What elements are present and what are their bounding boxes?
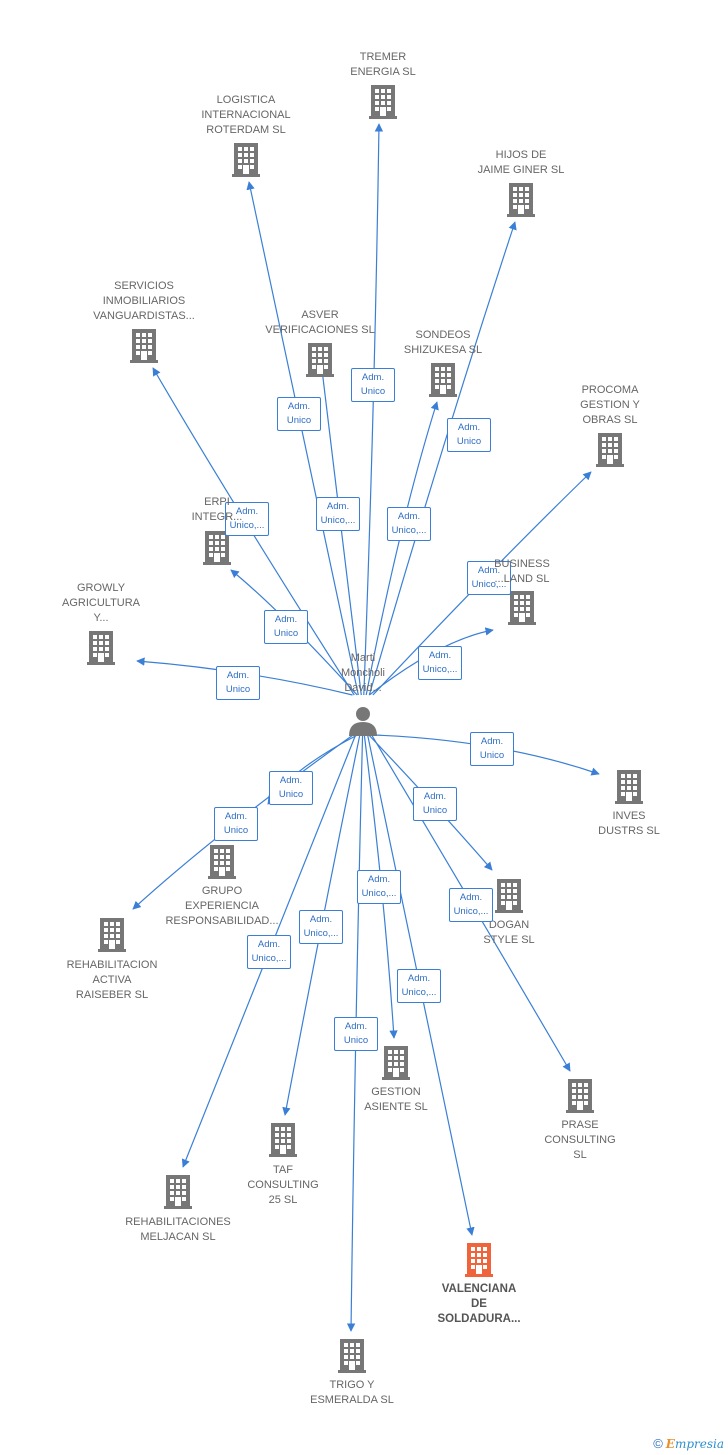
building-icon[interactable]	[232, 143, 260, 177]
edge-label-tremer: Adm. Unico	[351, 368, 395, 402]
building-icon[interactable]	[87, 631, 115, 665]
building-icon[interactable]	[507, 183, 535, 217]
company-label-rehab_meljacan[interactable]: REHABILITACIONES MELJACAN SL	[125, 1216, 231, 1243]
building-icon[interactable]	[465, 1243, 493, 1277]
company-label-inves[interactable]: INVES DUSTRS SL	[598, 810, 660, 837]
company-label-hijos[interactable]: HIJOS DE JAIME GINER SL	[477, 149, 565, 176]
building-icon[interactable]	[269, 1123, 297, 1157]
building-icon[interactable]	[429, 363, 457, 397]
company-label-valenciana[interactable]: VALENCIANA DE SOLDADURA...	[437, 1283, 521, 1325]
edge-label-inves: Adm. Unico	[470, 732, 514, 766]
copyright-symbol: ©	[653, 1436, 663, 1451]
edge-hijos	[368, 221, 517, 696]
building-icon[interactable]	[369, 85, 397, 119]
company-label-logistica[interactable]: LOGISTICA INTERNACIONAL ROTERDAM SL	[201, 94, 291, 136]
building-icon[interactable]	[130, 329, 158, 363]
building-icon[interactable]	[495, 879, 523, 913]
edge-label-dogan: Adm. Unico	[413, 787, 457, 821]
nodes-layer	[87, 85, 643, 1373]
edge-label-sondeos: Adm. Unico,...	[387, 507, 431, 541]
edge-label-procoma: Adm. Unico,...	[467, 561, 511, 595]
edge-label-prase: Adm. Unico,...	[449, 888, 493, 922]
person-icon[interactable]	[349, 707, 377, 736]
company-label-gestion[interactable]: GESTION ASIENTE SL	[364, 1086, 428, 1113]
edge-label-logistica: Adm. Unico	[277, 397, 321, 431]
building-icon[interactable]	[306, 343, 334, 377]
company-label-asver[interactable]: ASVER VERIFICACIONES SL	[265, 309, 375, 336]
edge-label-servicios: Adm. Unico,...	[225, 502, 269, 536]
company-label-grupo[interactable]: GRUPO EXPERIENCIA RESPONSABILIDAD...	[165, 885, 279, 927]
building-icon[interactable]	[338, 1339, 366, 1373]
edge-label-gestion: Adm. Unico,...	[357, 870, 401, 904]
brand-logo-text: mpresia	[674, 1437, 724, 1451]
building-icon[interactable]	[98, 918, 126, 952]
company-label-prase[interactable]: PRASE CONSULTING SL	[544, 1119, 616, 1161]
company-label-procoma[interactable]: PROCOMA GESTION Y OBRAS SL	[580, 384, 640, 426]
company-label-sondeos[interactable]: SONDEOS SHIZUKESA SL	[403, 329, 483, 356]
building-icon[interactable]	[164, 1175, 192, 1209]
footer-brand[interactable]: ©Empresia	[653, 1436, 724, 1451]
edge-label-trigo: Adm. Unico	[334, 1017, 378, 1051]
edge-label-erpi: Adm. Unico	[264, 610, 308, 644]
edge-tremer	[363, 123, 384, 696]
edge-label-asver: Adm. Unico,...	[316, 497, 360, 531]
edge-label-hijos: Adm. Unico	[447, 418, 491, 452]
building-icon[interactable]	[203, 531, 231, 565]
company-label-taf[interactable]: TAF CONSULTING 25 SL	[247, 1164, 319, 1206]
edge-label-valenciana: Adm. Unico,...	[397, 969, 441, 1003]
company-label-dogan[interactable]: DOGAN STYLE SL	[483, 919, 535, 946]
brand-logo-initial: E	[665, 1437, 675, 1451]
edge-label-taf: Adm. Unico,...	[299, 910, 343, 944]
edge-label-rehab_meljacan: Adm. Unico,...	[247, 935, 291, 969]
center-person-label[interactable]: Marti Moncholi David...	[340, 652, 386, 694]
building-icon[interactable]	[566, 1079, 594, 1113]
company-label-business[interactable]: BUSINESS ...LAND SL	[494, 558, 550, 585]
company-label-erpi[interactable]: ERPI INTEGR...	[191, 496, 243, 523]
building-icon[interactable]	[508, 591, 536, 625]
building-icon[interactable]	[596, 433, 624, 467]
building-icon[interactable]	[615, 770, 643, 804]
company-label-rehab_activa[interactable]: REHABILITACION ACTIVA RAISEBER SL	[66, 959, 158, 1001]
company-label-trigo[interactable]: TRIGO Y ESMERALDA SL	[310, 1379, 394, 1406]
edge-label-rehab_activa: Adm. Unico	[214, 807, 258, 841]
edge-label-grupo: Adm. Unico	[269, 771, 313, 805]
edge-label-growly: Adm. Unico	[216, 666, 260, 700]
company-label-servicios[interactable]: SERVICIOS INMOBILIARIOS VANGUARDISTAS...	[93, 280, 195, 322]
building-icon[interactable]	[382, 1046, 410, 1080]
company-label-growly[interactable]: GROWLY AGRICULTURA Y...	[61, 582, 141, 624]
building-icon[interactable]	[208, 845, 236, 879]
edge-label-business: Adm. Unico,...	[418, 646, 462, 680]
company-label-tremer[interactable]: TREMER ENERGIA SL	[350, 51, 416, 78]
